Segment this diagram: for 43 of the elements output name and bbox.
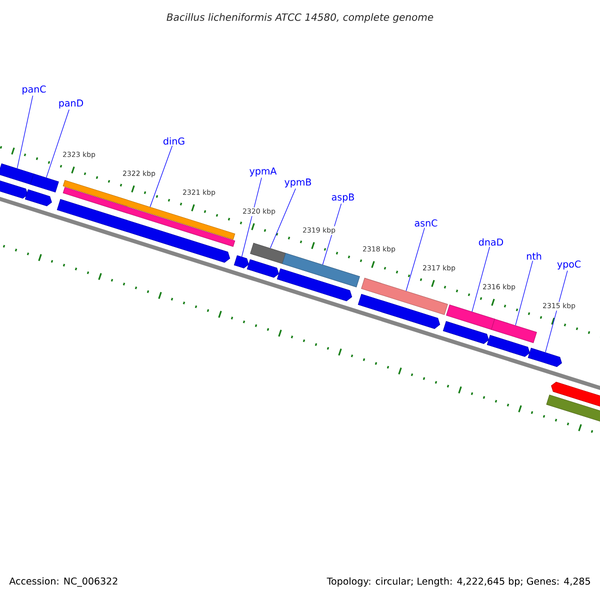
gene-block: [62, 187, 236, 247]
gene-block: [246, 259, 279, 278]
gene-block: [234, 255, 249, 268]
gene-label: ypoC: [557, 260, 581, 270]
gene-label: nth: [526, 252, 542, 260]
gene-label: aspB: [332, 194, 354, 202]
gene-block: [446, 304, 495, 330]
leader-line: [515, 260, 534, 326]
gene-block: [551, 382, 600, 409]
gene-block: [62, 180, 236, 240]
gene-block: [24, 189, 52, 206]
gene-block: [56, 199, 230, 263]
accession-text: Accession: NC_006322: [9, 577, 118, 587]
gene-block: [276, 268, 352, 302]
gene-label: ypmB: [284, 178, 312, 188]
gene-block: [250, 242, 286, 264]
gene-label: panD: [59, 100, 84, 108]
gene-block: [442, 321, 489, 344]
gene-label: asnC: [414, 219, 438, 227]
gene-block: [0, 178, 28, 199]
title: Bacillus licheniformis ATCC 14580, complete genome: [166, 13, 434, 23]
gene-block: [546, 394, 600, 424]
gene-block: [491, 318, 537, 343]
gene-block: [528, 348, 562, 367]
gene-block: [0, 163, 34, 185]
gene-block: [30, 174, 59, 192]
leader-line: [46, 109, 70, 178]
gene-block: [486, 334, 530, 357]
leader-line: [150, 146, 173, 208]
leader-line: [406, 228, 425, 292]
genome-info-text: Topology: circular; Length: 4,222,645 bp; Genes: 4,285: [326, 577, 590, 587]
gene-block: [282, 252, 360, 288]
leader-line: [545, 270, 568, 353]
gene-block: [358, 294, 440, 329]
leader-line: [241, 177, 262, 257]
gene-label: panC: [22, 85, 46, 95]
gene-label: dnaD: [478, 238, 504, 246]
gene-block: [361, 278, 448, 315]
leader-line: [270, 188, 296, 248]
leader-line: [472, 246, 490, 312]
gene-label: dinG: [164, 137, 184, 145]
leader-line: [16, 95, 34, 169]
gene-label: ypmA: [250, 168, 277, 176]
